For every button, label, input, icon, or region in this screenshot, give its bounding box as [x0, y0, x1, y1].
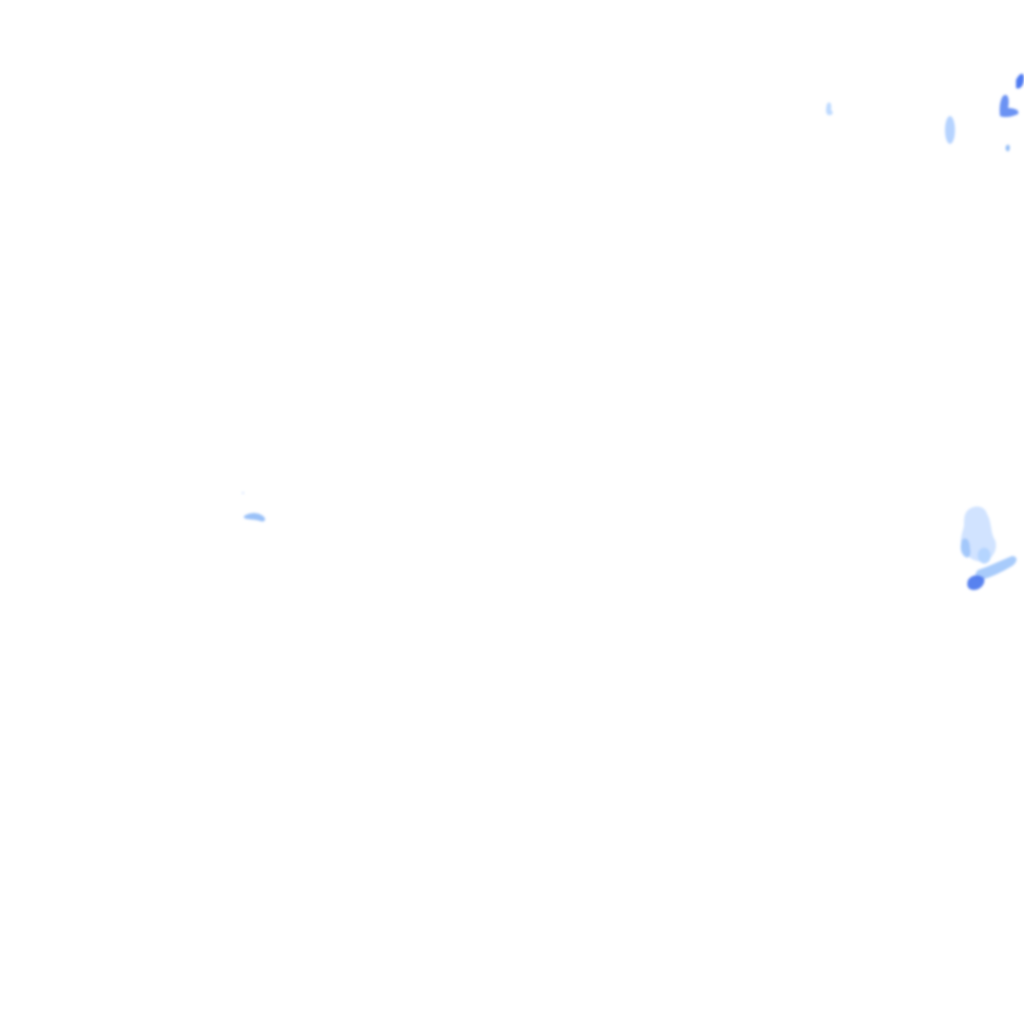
- echo-north-east-3: [1005, 144, 1010, 152]
- echo-north-center: [826, 102, 833, 116]
- echo-north-east-2: [999, 73, 1024, 118]
- echo-north-east-1: [945, 116, 955, 144]
- echo-west: [241, 491, 266, 522]
- echo-east-cluster: [960, 506, 1017, 590]
